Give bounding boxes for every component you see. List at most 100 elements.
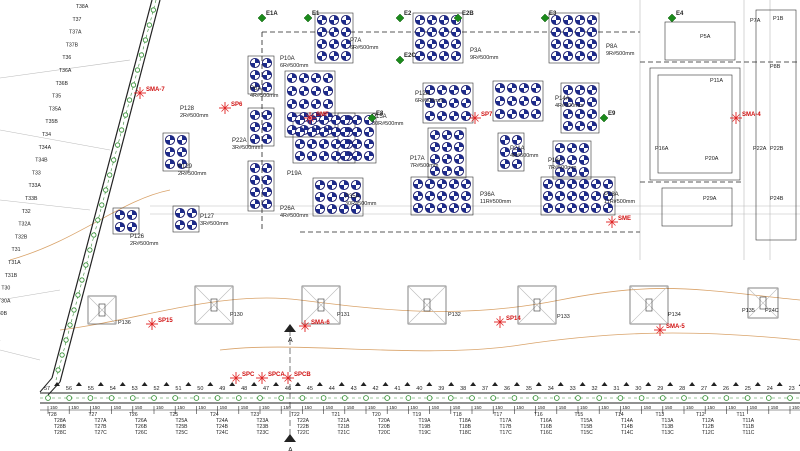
- pile-quadrant: [328, 73, 333, 78]
- pile-quadrant: [425, 103, 430, 108]
- pile-quadrant: [430, 179, 435, 184]
- pile-cap-pile: [261, 174, 273, 186]
- strip-edge: [39, 377, 53, 393]
- pier-spec-label: 7R#500mm: [548, 165, 577, 171]
- pile-quadrant: [572, 143, 577, 148]
- left-pile-label: T33A: [28, 183, 41, 189]
- pile-quadrant: [180, 208, 185, 213]
- chain-number: 57: [44, 386, 50, 392]
- pile-quadrant: [575, 102, 580, 107]
- pile-quadrant: [592, 15, 597, 20]
- pile-symbol: [108, 395, 115, 401]
- pile-cap-outline: [337, 112, 377, 164]
- pile-quadrant: [444, 51, 449, 56]
- pier-id-label: P28A: [604, 192, 619, 198]
- pile-quadrant: [505, 135, 510, 140]
- labels: T38AT37T37AT37BT36T36AT36BT35T35AT35BT34…: [0, 4, 800, 451]
- pile-cap-pile: [460, 110, 472, 122]
- bottom-pile-label: T27: [89, 412, 98, 418]
- pile-quadrant: [341, 32, 346, 37]
- pile-cap-pile: [562, 96, 574, 108]
- pile-quadrant: [507, 101, 512, 106]
- pile-cap-core: [533, 298, 541, 312]
- pile-quadrant: [425, 90, 430, 95]
- pile-quadrant: [304, 99, 309, 104]
- pile-symbol: [87, 247, 93, 253]
- pile-quadrant: [430, 147, 435, 152]
- pile-quadrant: [351, 185, 356, 190]
- pile-quadrant: [255, 187, 260, 192]
- pile-cap-pile: [261, 121, 273, 133]
- pile-quadrant: [322, 51, 327, 56]
- pile-quadrant: [418, 191, 423, 196]
- pile-symbol: [193, 395, 200, 401]
- pile-quadrant: [524, 109, 529, 114]
- pile-cap-pile: [249, 121, 261, 133]
- pile-quadrant: [568, 109, 573, 114]
- pile-quadrant: [312, 151, 317, 156]
- marker-cross: [232, 374, 240, 382]
- dimension-label: 150: [538, 405, 546, 410]
- pile-quadrant: [255, 199, 260, 204]
- pile-cap-pile: [164, 158, 176, 170]
- section-marker-label: A: [288, 447, 293, 451]
- pile-cap-pile: [261, 198, 273, 210]
- chain-number: 54: [110, 386, 116, 392]
- chain-number: 36: [504, 386, 510, 392]
- survey-point-marker: [494, 316, 506, 328]
- pile-cap-pile: [298, 85, 310, 97]
- pier-id-label: P15A: [372, 114, 387, 120]
- pile-cap-pile: [550, 26, 562, 38]
- pile-cap-pile: [562, 50, 574, 62]
- pile-quadrant: [442, 135, 447, 140]
- pile-quadrant: [304, 73, 309, 78]
- pile-cap-outline: [314, 12, 354, 64]
- left-pile-label: T30: [1, 286, 10, 292]
- pile-quadrant: [357, 115, 362, 120]
- pile-quadrant: [563, 102, 568, 107]
- pile-quadrant: [182, 147, 187, 152]
- bottom-pier-label: P136: [118, 320, 131, 326]
- bottom-pile-label: T12B: [702, 424, 715, 430]
- pile-quadrant: [551, 56, 556, 61]
- pile-quadrant: [331, 144, 336, 149]
- pile-quadrant: [316, 73, 321, 78]
- survey-point-label: SMF: [316, 112, 329, 118]
- pier-spec-label: 2R#500mm: [130, 241, 159, 247]
- pile-quadrant: [568, 121, 573, 126]
- dimension-label: 150: [262, 405, 270, 410]
- bottom-pile-label: T14C: [621, 430, 634, 436]
- pile-quadrant: [466, 203, 471, 208]
- pile-cap-pile: [298, 98, 310, 110]
- bottom-pile-label: T26C: [135, 430, 148, 436]
- benchmark-label: E8: [376, 111, 384, 117]
- pile-quadrant: [339, 209, 344, 214]
- chain-arrow: [316, 382, 323, 386]
- pile-cap-pile: [310, 72, 322, 84]
- pile-quadrant: [267, 175, 272, 180]
- pile-quadrant: [413, 184, 418, 189]
- benchmark-label: E2C: [404, 53, 416, 59]
- benchmark-marker: [257, 13, 267, 23]
- pile-cap-pile: [340, 38, 352, 50]
- pile-symbol: [553, 395, 560, 401]
- pile-cap-pile: [494, 82, 506, 94]
- boundary-line: [219, 332, 800, 352]
- pile-cap-pile: [426, 26, 438, 38]
- dimension-label: 150: [114, 405, 122, 410]
- pile-quadrant: [250, 63, 255, 68]
- pile-quadrant: [556, 51, 561, 56]
- pile-quadrant: [331, 156, 336, 161]
- pile-symbol: [384, 395, 391, 401]
- pile-quadrant: [451, 20, 456, 25]
- pile-quadrant: [560, 155, 565, 160]
- pile-quadrant: [127, 227, 132, 232]
- pile-cap-pile: [310, 98, 322, 110]
- pile-cap-outline: [292, 112, 356, 164]
- marker-cross: [301, 322, 309, 330]
- pile-quadrant: [563, 44, 568, 49]
- pile-quadrant: [563, 114, 568, 119]
- right-pier-label: P8B: [770, 64, 781, 70]
- pile-quadrant: [587, 126, 592, 131]
- dimension-label: 150: [410, 405, 418, 410]
